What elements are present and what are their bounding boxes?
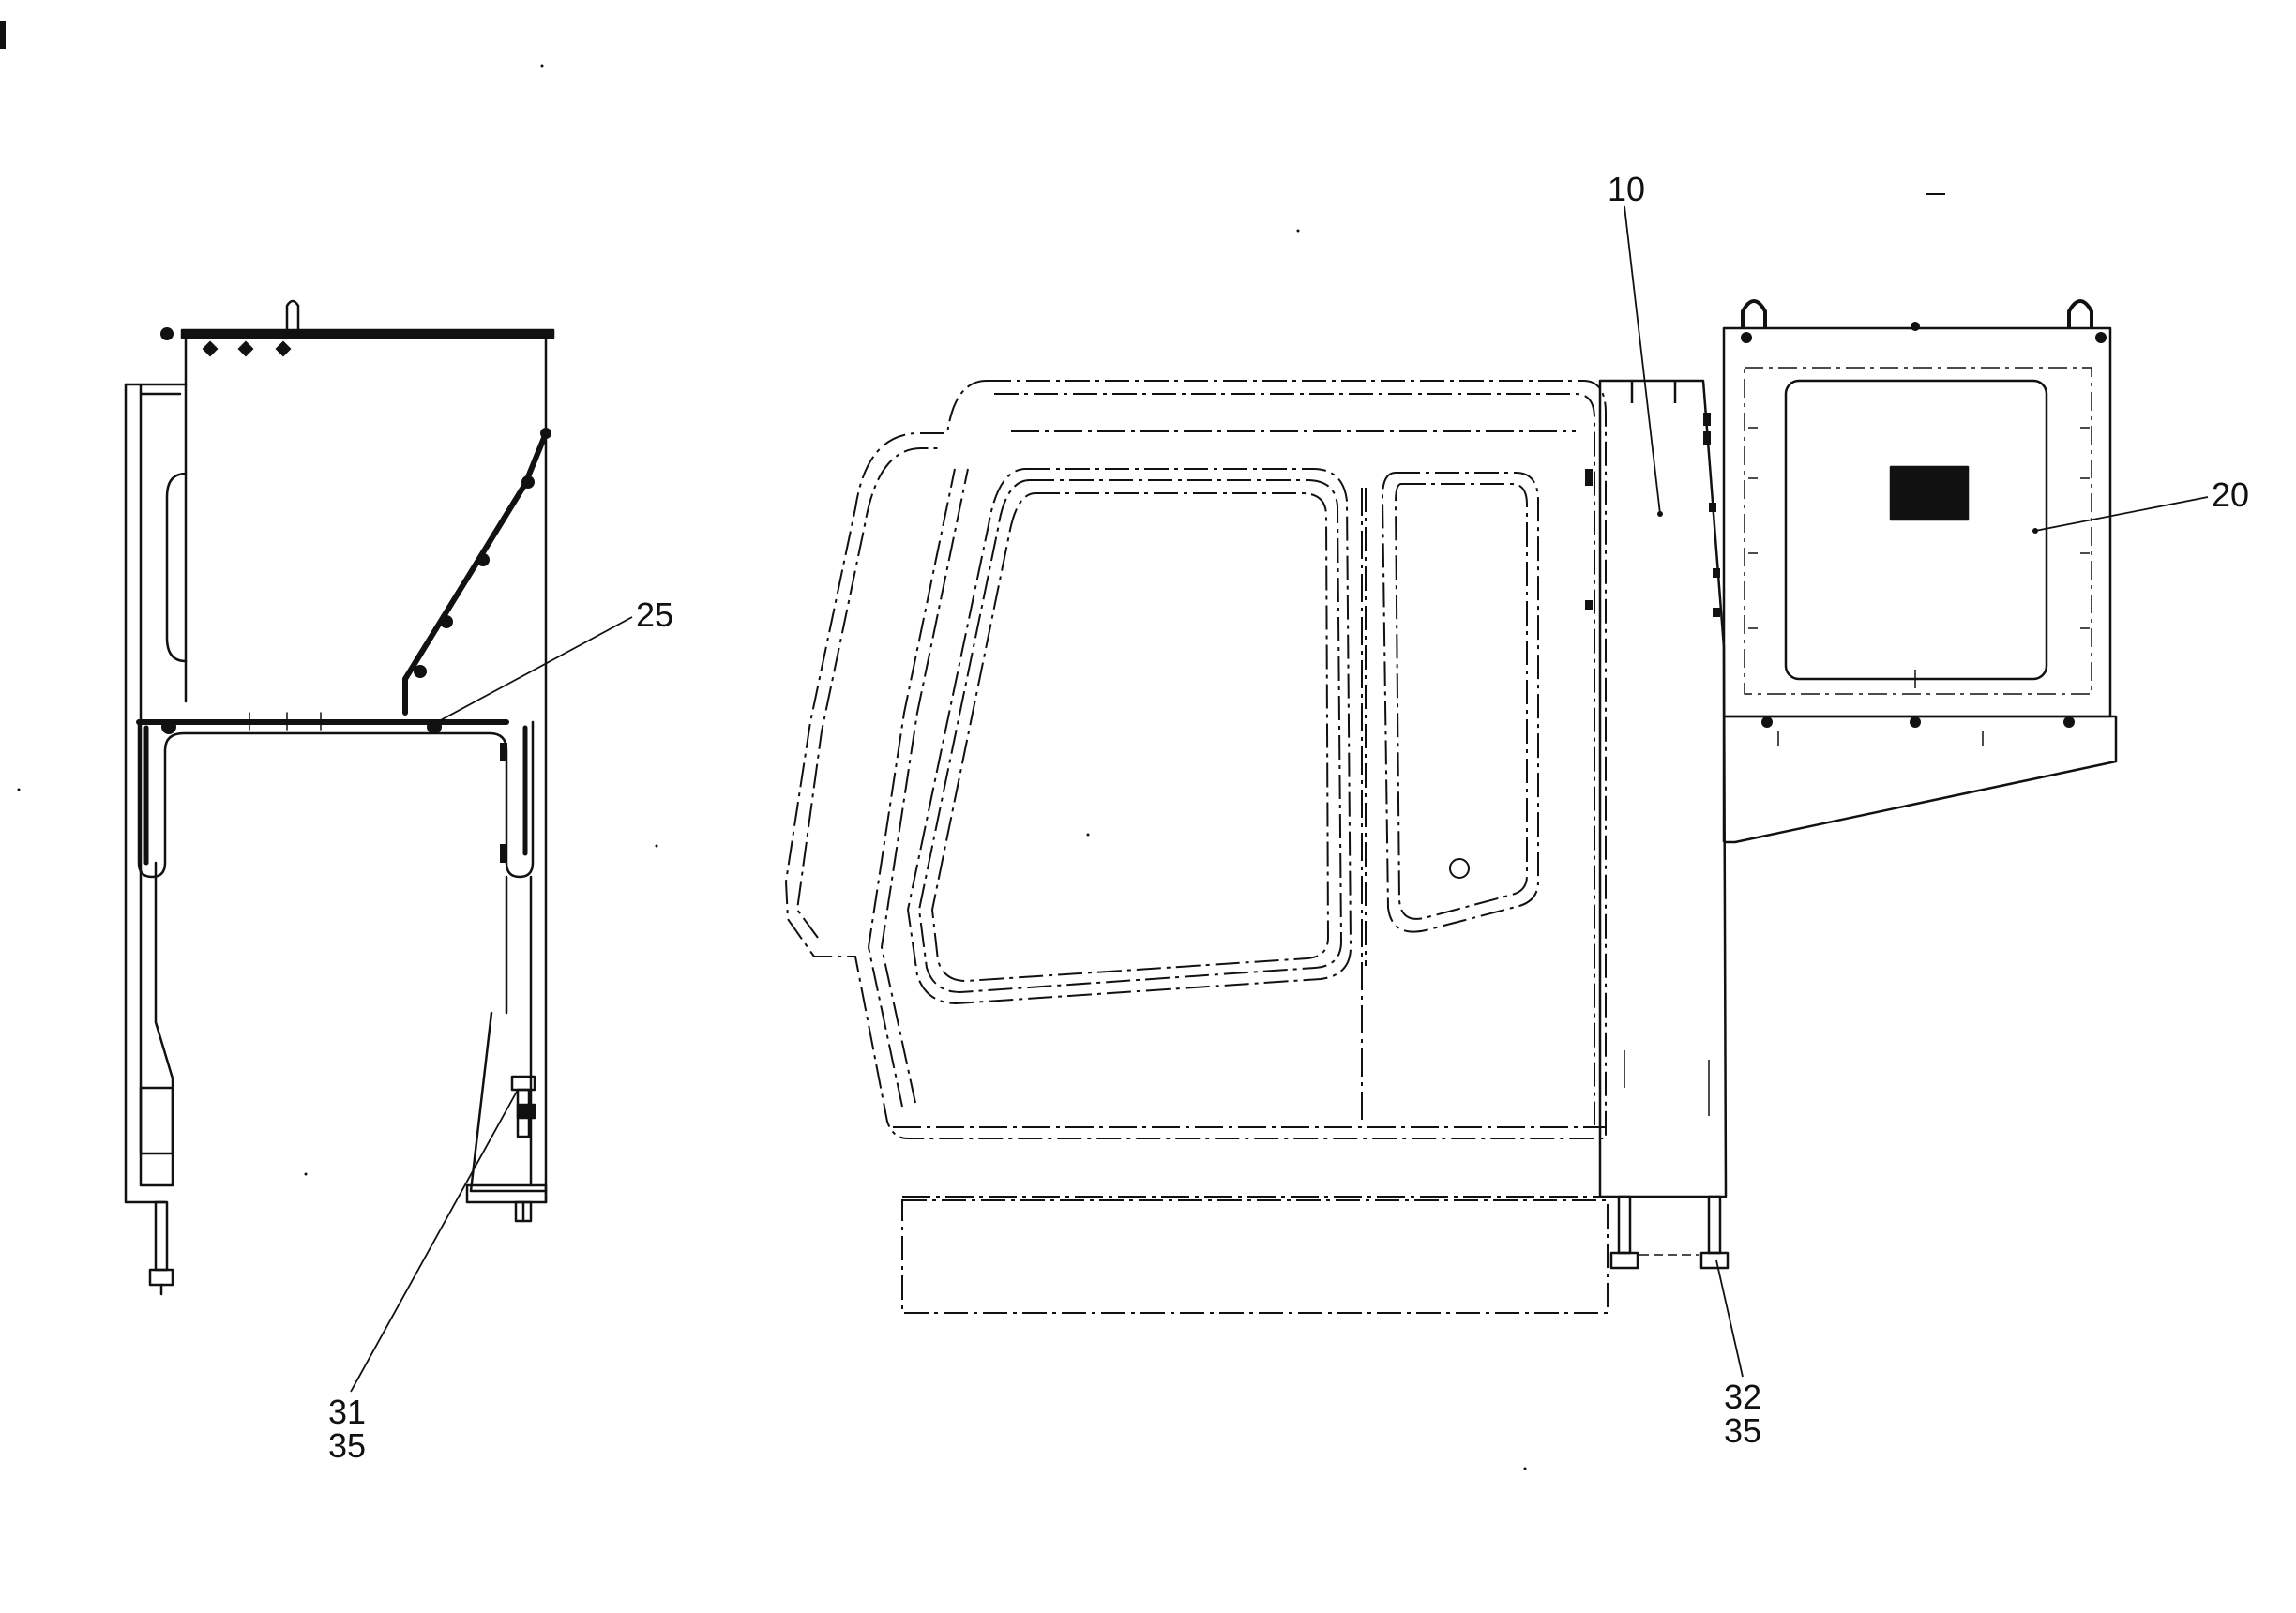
unit-box-mounting-frame (1744, 367, 2092, 695)
callout-31-line-1: 31 (328, 1393, 366, 1431)
left-recess (165, 472, 188, 663)
callout-10-line-1: 10 (1608, 170, 1645, 208)
leader-25 (436, 616, 633, 723)
callout-32-line-1: 32 (1724, 1378, 1761, 1416)
callout-20: 20 (2212, 475, 2249, 514)
post-fittings (1585, 413, 1720, 617)
lower-gusset (469, 1011, 548, 1193)
leader-10 (1624, 205, 1661, 515)
left-column-outer (124, 383, 167, 1204)
left-bolt (148, 1200, 174, 1296)
leader-31 (350, 1089, 519, 1393)
side-window-outer (1381, 472, 1539, 933)
front-window-outer (906, 468, 1352, 1005)
foot-plate (465, 1183, 548, 1204)
post-bolts (1609, 1195, 1730, 1270)
leader-20 (2034, 496, 2209, 532)
post-assembly (1585, 379, 1730, 1270)
cab-outer-line (784, 380, 1607, 1139)
scan-marks (0, 21, 1945, 1470)
callout-32-line-2: 35 (1724, 1411, 1761, 1450)
unit-box-centerlines (1748, 427, 2090, 746)
unit-box-panel (1784, 379, 2048, 681)
callout-25-line-1: 25 (636, 595, 673, 634)
top-plate (180, 328, 555, 339)
frame-side-view (124, 299, 555, 1296)
callout-25: 25 (636, 595, 673, 634)
mounting-bracket (1724, 715, 2118, 844)
lifting-eye-right (2067, 299, 2093, 328)
unit-box (1722, 299, 2118, 844)
center-marks (249, 712, 322, 731)
callout-31-line-2: 35 (328, 1426, 366, 1465)
leader-lines (350, 205, 2209, 1393)
cross-member-bolts (161, 719, 507, 863)
post-body (1598, 379, 1728, 1198)
callout-10: 10 (1608, 170, 1645, 208)
unit-box-bolts (1741, 322, 2107, 728)
cab-base-outline (901, 1199, 1609, 1314)
callout-20-line-1: 20 (2212, 475, 2249, 514)
leader-dots (1657, 511, 2038, 534)
unit-box-outline (1722, 326, 2112, 718)
callout-32-35: 32 35 (1724, 1378, 1761, 1450)
top-lug (285, 299, 300, 332)
diagonal-plate (402, 430, 549, 716)
u-channel (137, 720, 535, 879)
door-handle-circle (1449, 858, 1470, 879)
right-bolt-stack (510, 1075, 536, 1223)
leader-32 (1715, 1259, 1744, 1378)
cab-outline (784, 380, 1609, 1314)
callout-31-35: 31 35 (328, 1393, 366, 1465)
lower-block (139, 1086, 174, 1155)
nameplate (1889, 465, 1970, 521)
lifting-eye-left (1741, 299, 1767, 328)
top-bolts (160, 327, 292, 357)
